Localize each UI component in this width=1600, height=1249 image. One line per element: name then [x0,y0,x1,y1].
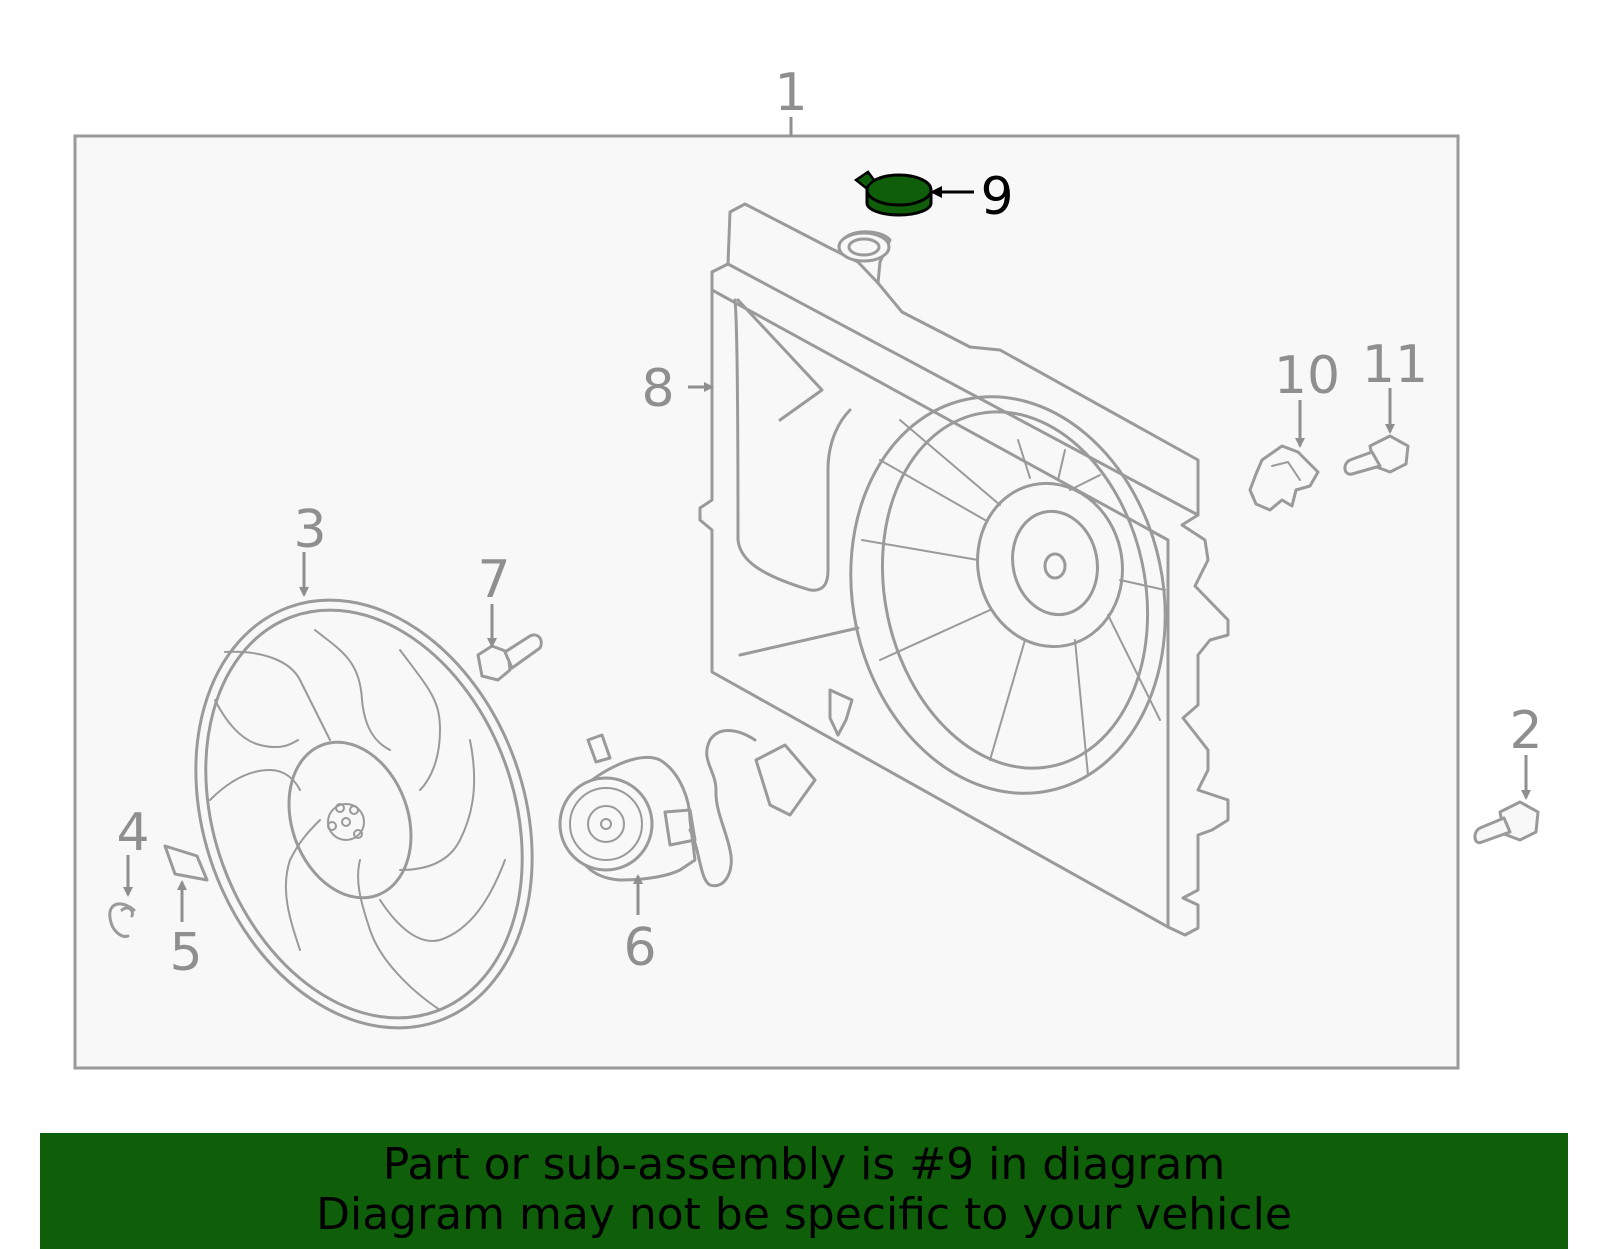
callout-4: 4 [116,803,149,863]
callout-7: 7 [477,550,510,610]
callout-5: 5 [169,923,202,983]
callout-1: 1 [774,63,807,123]
callout-9: 9 [980,167,1013,227]
plate-5 [163,844,209,882]
bolt-11 [1343,434,1410,476]
banner-line-disclaimer: Diagram may not be specific to your vehi… [316,1189,1292,1240]
callout-8: 8 [641,359,674,419]
fan-blade [194,598,534,1030]
clip-4 [108,902,136,938]
callout-11: 11 [1362,335,1428,395]
callout-6: 6 [623,918,656,978]
callout-10: 10 [1274,346,1340,406]
clip-10 [1248,444,1320,512]
bolt-2 [1473,800,1540,845]
fan-shroud [698,202,1230,937]
callout-2: 2 [1509,701,1542,761]
banner-line-part: Part or sub-assembly is #9 in diagram [382,1139,1226,1190]
fan-motor [558,729,817,888]
radiator-cap-highlighted [853,170,933,217]
bolt-7 [476,633,543,682]
callout-3: 3 [293,500,326,560]
info-banner: Part or sub-assembly is #9 in diagram Di… [40,1133,1568,1249]
